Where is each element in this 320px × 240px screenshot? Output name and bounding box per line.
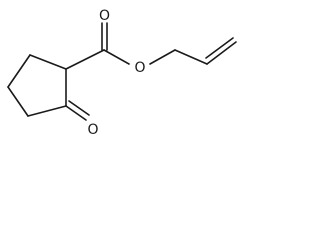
- vinyl-double-bond-b: [205, 37, 234, 59]
- chemical-structure-diagram: O O O: [7, 8, 237, 138]
- ketone-group: [65, 100, 90, 121]
- ester-oxygen-label: O: [134, 60, 145, 76]
- vinyl-double-bond-a: [206, 41, 237, 65]
- ring-bond-top: [29, 54, 67, 70]
- ketone-oxygen-label: O: [87, 122, 98, 138]
- oxygen-to-ch2-bond: [149, 49, 176, 65]
- ring-bond-upper-left: [7, 54, 31, 88]
- ester-group: [65, 22, 130, 70]
- ketone-double-bond-b: [68, 100, 90, 116]
- allyl-chain: [149, 37, 237, 65]
- ring-bond-lower-left: [7, 86, 29, 117]
- ring-to-carbonyl-bond: [65, 49, 105, 70]
- ketone-double-bond-a: [65, 105, 87, 121]
- ring-bond-bottom: [27, 105, 67, 117]
- carbonyl-oxygen-label: O: [99, 8, 110, 24]
- carbonyl-to-ester-oxygen-bond: [103, 49, 130, 65]
- cyclopentane-ring: [7, 54, 67, 117]
- ch2-to-ch-bond: [174, 49, 208, 65]
